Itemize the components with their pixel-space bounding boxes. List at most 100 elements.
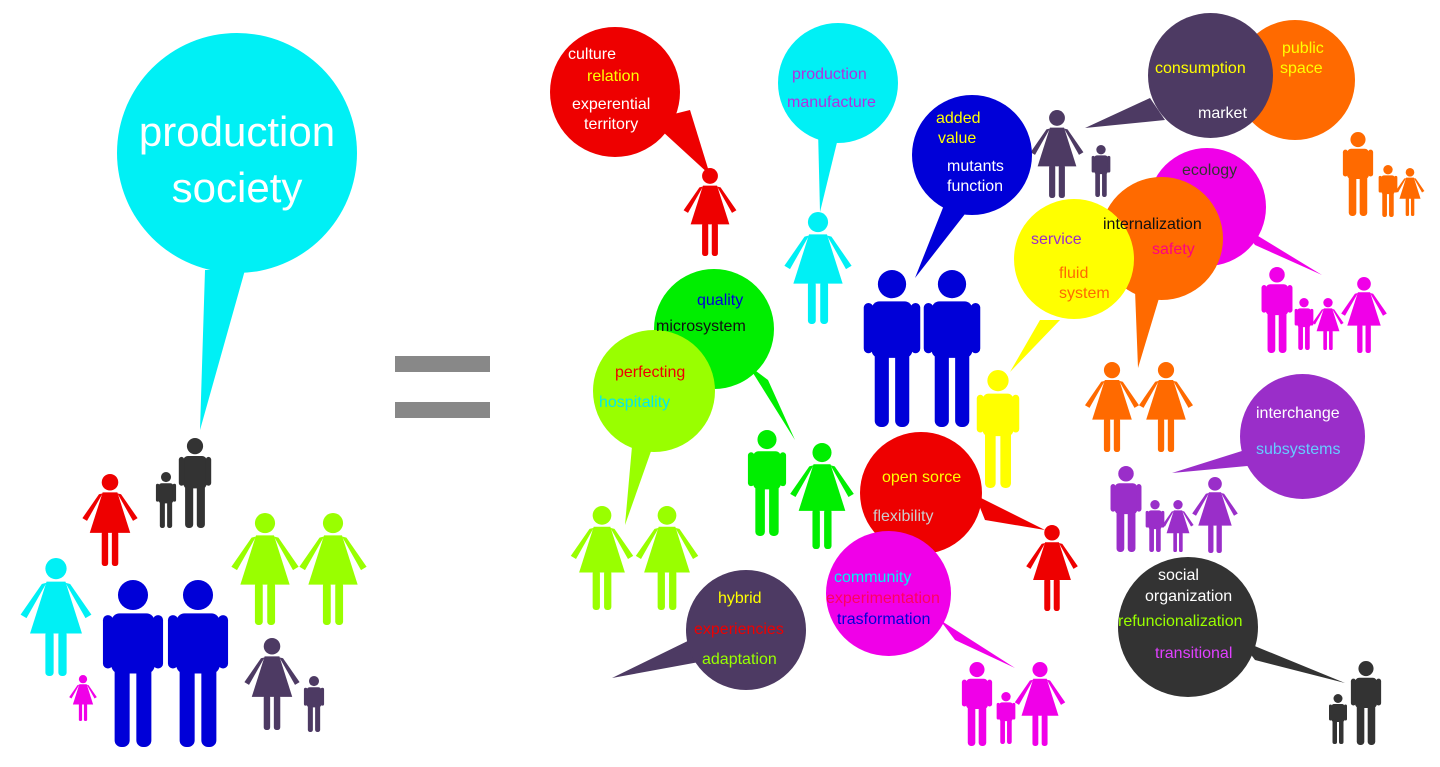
public-label: public	[1282, 40, 1324, 57]
added-value-bubble	[912, 95, 1032, 215]
person-violet-man-interchange	[1110, 466, 1142, 552]
manufacture-label: manufacture	[787, 94, 876, 111]
interchange-tail	[1172, 450, 1258, 473]
open-sorce-label: open sorce	[882, 469, 962, 486]
culture-label: culture	[568, 46, 617, 63]
quality-tail	[748, 365, 795, 440]
person-magenta-man-community	[961, 662, 993, 746]
added-label: added	[936, 110, 981, 127]
experential-label: experential	[572, 96, 651, 113]
person-blue-man-2	[923, 270, 981, 427]
experimentation-label: experimentation	[826, 590, 940, 607]
person-magenta-child-ecology	[1294, 298, 1314, 350]
trasformation-label: trasformation	[837, 611, 931, 628]
production-bubble	[778, 23, 898, 143]
relation-label: relation	[587, 68, 640, 85]
person-purple-child-left	[303, 676, 325, 732]
social-tail	[1240, 640, 1345, 683]
consumption-tail	[1085, 98, 1165, 128]
perfecting-tail	[625, 435, 655, 525]
value-label: value	[938, 130, 977, 147]
person-orange-woman-1	[1085, 362, 1139, 452]
person-red-woman-open	[1026, 525, 1078, 611]
person-orange-woman-2	[1139, 362, 1193, 452]
service-tail	[1010, 320, 1060, 372]
safety-label: safety	[1152, 241, 1195, 258]
main-bubble-tail	[200, 270, 245, 430]
ecology-tail	[1240, 225, 1322, 275]
person-orange-child-public-1	[1378, 165, 1398, 217]
internalization-tail	[1135, 290, 1160, 368]
perfecting-bubble	[593, 330, 715, 452]
person-cyan-woman-left	[20, 558, 92, 676]
person-black-child-social	[1329, 694, 1347, 744]
service-bubble	[1014, 199, 1134, 319]
person-yellow-man-service	[976, 370, 1020, 488]
perfecting-label: perfecting	[615, 364, 686, 381]
service-label: service	[1031, 231, 1082, 248]
person-green-man	[747, 430, 787, 536]
mutants-label: mutants	[947, 158, 1004, 175]
person-blue-man-left-1	[102, 580, 164, 747]
person-lime-woman-2	[635, 506, 699, 610]
subsystems-label: subsystems	[1256, 441, 1341, 458]
open-tail	[975, 495, 1045, 530]
space-label: space	[1280, 60, 1323, 77]
people-figures	[20, 110, 1425, 747]
system-label: system	[1059, 285, 1110, 302]
person-green-woman	[790, 443, 854, 549]
person-black-man-left	[178, 438, 212, 528]
person-violet-girl-interchange	[1162, 500, 1194, 552]
equals-sign: =	[395, 356, 490, 418]
experiencies-label: experiencies	[694, 621, 784, 638]
hybrid-label: hybrid	[718, 590, 762, 607]
transitional-label: transitional	[1155, 645, 1233, 662]
person-magenta-child-left	[69, 675, 97, 721]
interchange-label: interchange	[1256, 405, 1340, 422]
social-label: social	[1158, 567, 1199, 584]
person-black-child-left	[155, 472, 177, 528]
main-bubble-title-line2: society	[171, 164, 303, 211]
consumption-label: consumption	[1155, 60, 1246, 77]
fluid-label: fluid	[1059, 265, 1089, 282]
person-magenta-woman-ecology	[1341, 277, 1387, 353]
person-orange-man-public	[1342, 132, 1374, 216]
culture-bubble	[550, 27, 680, 157]
adaptation-label: adaptation	[702, 651, 777, 668]
person-magenta-child-community	[996, 692, 1016, 744]
function-label: function	[947, 178, 1004, 195]
person-orange-child-public-2	[1395, 168, 1425, 216]
main-bubble-title-line1: production	[138, 108, 336, 155]
person-lime-woman-left-1	[231, 513, 299, 625]
person-purple-woman-consumption	[1030, 110, 1084, 198]
person-blue-man-1	[863, 270, 921, 427]
internalization-label: internalization	[1103, 216, 1202, 233]
interchange-bubble	[1240, 374, 1365, 499]
person-blue-man-left-2	[167, 580, 229, 747]
person-black-man-social	[1350, 661, 1382, 745]
territory-label: territory	[584, 116, 639, 133]
person-violet-child-interchange	[1145, 500, 1165, 552]
person-magenta-girl-ecology	[1312, 298, 1344, 350]
hybrid-bubble	[686, 570, 806, 690]
production-label: production	[792, 66, 867, 83]
person-magenta-man-ecology	[1261, 267, 1293, 353]
person-purple-child-consumption	[1091, 145, 1111, 197]
person-red-woman-left	[82, 474, 138, 566]
organization-label: organization	[1145, 588, 1233, 605]
main-bubble	[117, 33, 357, 273]
flexibility-label: flexibility	[873, 508, 934, 525]
person-lime-woman-left-2	[299, 513, 367, 625]
ecology-label: ecology	[1182, 162, 1238, 179]
consumption-bubble	[1148, 13, 1273, 138]
person-red-woman-culture	[683, 168, 737, 256]
microsystem-label: microsystem	[656, 318, 746, 335]
quality-label: quality	[697, 292, 744, 309]
market-label: market	[1198, 105, 1247, 122]
hybrid-tail	[612, 635, 710, 678]
social-organization-bubble	[1118, 557, 1258, 697]
speech-tails	[200, 98, 1345, 683]
community-label: community	[834, 569, 912, 586]
